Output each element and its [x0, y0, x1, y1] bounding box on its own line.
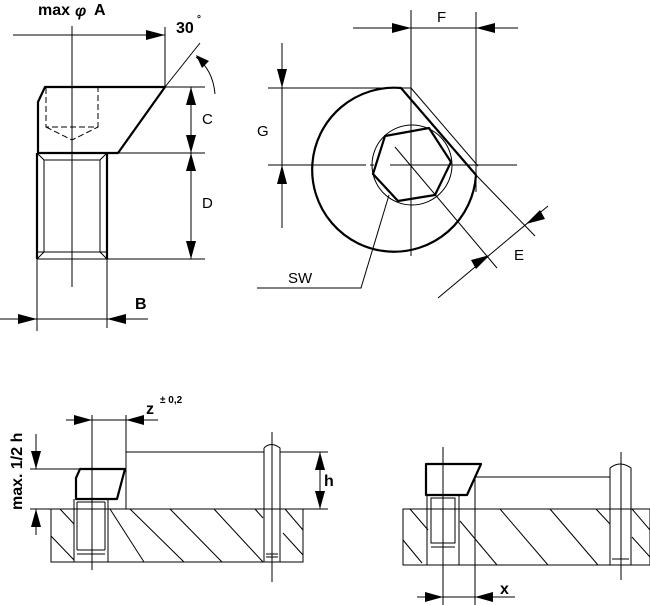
- dim-c-arrow-top: [186, 87, 196, 105]
- flat-edge-inner: [410, 87, 479, 167]
- dim-g-label: G: [257, 123, 269, 140]
- screw-head-outline: [36, 85, 167, 155]
- clamp-screw-head-2: [424, 462, 483, 497]
- dim-z-arrow-right: [126, 415, 144, 425]
- dim-g-arrow-top: [277, 69, 287, 88]
- side-view: max φ A 30 ° C D B: [0, 2, 216, 331]
- locating-pin: [263, 444, 281, 562]
- sw-leader: [257, 194, 390, 289]
- dim-a-label: A: [94, 2, 106, 19]
- dim-d-arrow-bottom: [186, 241, 196, 259]
- dim-e-arrow-lower: [471, 255, 490, 269]
- dim-g-arrow-bottom: [277, 165, 287, 184]
- dim-e-ext: [475, 174, 536, 237]
- diameter-symbol: φ: [75, 3, 86, 20]
- clamp-screw-head: [74, 467, 127, 501]
- dim-a-prefix: max: [38, 2, 70, 19]
- workpiece-2: [474, 476, 611, 510]
- angle-ext-line: [164, 42, 201, 88]
- angle-arrow: [196, 55, 209, 68]
- dim-a-arrow: [146, 30, 165, 40]
- workpiece: [125, 451, 265, 510]
- dim-e-label: E: [514, 247, 524, 264]
- diagonal-center-line: [394, 146, 498, 269]
- top-view: F G E SW: [257, 9, 549, 299]
- dim-z-label: z: [146, 401, 154, 418]
- head-outline-top: [311, 86, 478, 253]
- degree-symbol: °: [197, 14, 201, 25]
- dim-z-arrow-left: [74, 415, 92, 425]
- base-plate-2: [402, 508, 650, 566]
- dim-c-label: C: [202, 111, 213, 128]
- dim-e-arrow-upper: [526, 210, 545, 224]
- dim-d-arrow-top: [186, 153, 196, 171]
- install-view-2: x: [402, 447, 650, 605]
- dim-h-label: h: [324, 473, 334, 490]
- dim-h-arrow-top: [315, 452, 325, 470]
- install-view-1: z ± 0,2 max. 1/2 h h: [9, 395, 334, 582]
- dim-x-arrow-left: [425, 592, 443, 602]
- dim-b-arrow-left: [18, 314, 37, 324]
- dim-c-arrow-bottom: [186, 135, 196, 153]
- screw-shank-outline: [35, 153, 109, 259]
- plate-hatching-2: [402, 508, 650, 566]
- dim-half-h-arrow-bottom: [31, 509, 41, 527]
- dim-f-arrow-left: [392, 23, 411, 33]
- dim-d-label: D: [202, 195, 213, 212]
- dim-x-label: x: [500, 581, 509, 598]
- dim-b-arrow-right: [107, 314, 126, 324]
- clamp-screw-shank-2: [426, 495, 460, 565]
- sw-label: SW: [288, 270, 313, 287]
- plate-hatching: [50, 508, 304, 563]
- dim-f-arrow-right: [476, 23, 495, 33]
- dim-b-label: B: [135, 296, 147, 313]
- dim-z-tolerance: ± 0,2: [160, 395, 183, 406]
- dim-half-h-arrow-top: [31, 451, 41, 469]
- angle-label: 30: [176, 20, 194, 37]
- dim-x-arrow-right: [475, 592, 493, 602]
- dim-f-label: F: [437, 9, 446, 26]
- dim-h-arrow-bottom: [315, 491, 325, 509]
- dim-half-h-label: max. 1/2 h: [9, 433, 26, 510]
- clamp-screw-shank: [73, 499, 109, 562]
